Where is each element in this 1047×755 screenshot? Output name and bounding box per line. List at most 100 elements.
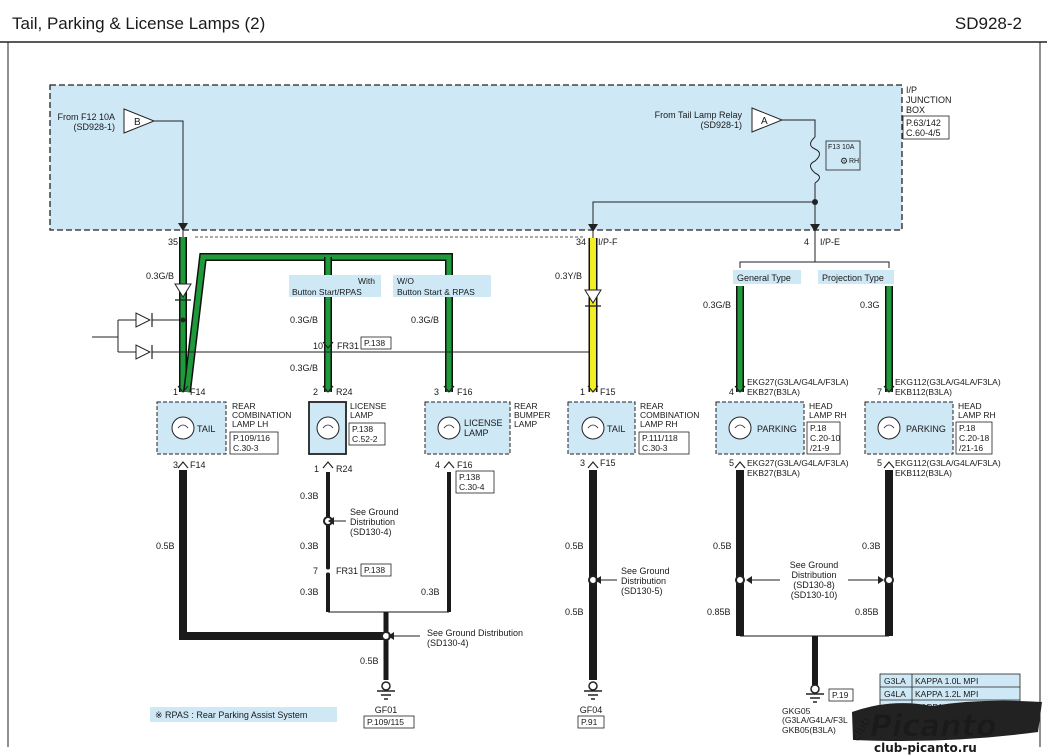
lamp-rh-name-1: REAR [640,401,664,411]
club-picanto-watermark: club Picanto club-picanto.ru [848,700,1042,755]
option-wo-2: Button Start & RPAS [397,287,475,297]
lamp-rh-name-2: COMBINATION [640,410,699,420]
ground-note-d-1: See Ground [790,560,839,570]
fr31-bot-label: FR31 [336,566,358,576]
green-wire-parking [736,286,893,392]
lh-pin-top: 1 [173,387,178,397]
bumper-text-1: LICENSE [464,418,503,428]
rh-pin-bot: 3 [580,458,585,468]
ekg27-bot-1: EKG27(G3LA/G4LA/F3LA) [747,458,849,468]
head-lh-text: PARKING [757,424,797,434]
bumper-text-2: LAMP [464,428,489,438]
lamp-lh-name-3: LAMP LH [232,419,268,429]
wire-gnd-lic-3: 0.3B [300,587,319,597]
head-rh-name-2: LAMP RH [958,410,996,420]
wire-gnd-head-rh-2: 0.85B [855,607,879,617]
pin-34-conn: I/P-F [598,237,618,247]
fr31-top-label: FR31 [337,341,359,351]
head-lh-ref-2: C.20-10 [810,433,841,443]
wire-gnd-lic-1: 0.3B [300,491,319,501]
wire-gnd-lh: 0.5B [156,541,175,551]
gf01-label: GF01 [375,705,398,715]
wire-parking-lh-label: 0.3G/B [703,300,731,310]
fuse-label: F13 10A [828,144,855,151]
wire-gnd-gf01: 0.5B [360,656,379,666]
source-b-letter: B [134,117,141,128]
lamp-lh-ref-1: P.109/116 [233,433,270,443]
source-b-wire [154,120,184,237]
engine-code-1: G4LA [884,689,906,699]
rh-pin-top: 1 [580,387,585,397]
wire-yellow-label: 0.3Y/B [555,271,582,281]
rh-conn-top: F15 [600,387,616,397]
gf04-ref: P.91 [581,717,598,727]
lh-pin-bot: 3 [173,460,178,470]
wire-gnd-head-rh-1: 0.3B [862,541,881,551]
source-a-triangle [751,107,784,133]
ekg112-top-2: EKB112(B3LA) [895,387,952,397]
page-code: SD928-2 [955,14,1022,33]
license-lamp [308,401,347,455]
watermark-brand: Picanto [870,709,997,744]
ground-note-a-3: (SD130-4) [350,527,392,537]
lamp-rh-text: TAIL [607,424,625,434]
wire-gnd-head-lh-2: 0.85B [707,607,731,617]
license-name-1: LICENSE [350,401,387,411]
gkg05-label-1: GKG05 [782,706,811,716]
ground-note-c-1: See Ground [621,566,670,576]
source-a-label-1: From Tail Lamp Relay [655,110,743,120]
engine-code-0: G3LA [884,676,906,686]
option-with-1: With [358,276,375,286]
rh-conn-bot: F15 [600,458,616,468]
rpas-note-box [150,707,337,722]
wire-bumper-label: 0.3G/B [411,315,439,325]
ground-gkg05 [806,684,824,703]
source-a-letter: A [761,116,768,127]
wire-parking-rh-label: 0.3G [860,300,880,310]
jbox-label-3: BOX [906,105,925,115]
wire-license-label-2: 0.3G/B [290,363,318,373]
wire-license-label: 0.3G/B [290,315,318,325]
bumper-ref-2: C.30-4 [459,482,485,492]
head-rh-ref-2: C.20-18 [959,433,990,443]
gkg05-label-2: (G3LA/G4LA/F3L [782,715,848,725]
license-pin-bot: 1 [314,464,319,474]
lh-conn-top: F14 [190,387,206,397]
wire-gnd-rh-1: 0.5B [565,541,584,551]
ekg27-bot-2: EKB27(B3LA) [747,468,800,478]
engine-desc-1: KAPPA 1.2L MPI [915,689,978,699]
junction-box [49,84,903,231]
ekg27-top-1: EKG27(G3LA/G4LA/F3LA) [747,377,849,387]
option-projection: Projection Type [822,273,884,283]
head-lamp-projection: PARKING [864,401,954,455]
pin-34: 34 [576,237,586,247]
head-rh-text: PARKING [906,424,946,434]
lamp-rh-ref-2: C.30-3 [642,443,668,453]
ground-note-a-2: Distribution [350,517,395,527]
ground-note-d-2: Distribution [791,570,836,580]
watermark-url: club-picanto.ru [874,741,977,755]
option-general: General Type [737,273,791,283]
svg-text:⚙: ⚙ [840,156,848,166]
fuse-symbol [810,136,820,184]
head-rh-pin-bot: 5 [877,458,882,468]
lamp-lh-ref-2: C.30-3 [233,443,259,453]
gf04-label: GF04 [580,705,603,715]
license-ref-2: C.52-2 [352,434,378,444]
option-wo-1: W/O [397,276,414,286]
wire-lh-label: 0.3G/B [146,271,174,281]
bumper-name-2: BUMPER [514,410,550,420]
wire-gnd-lic-2: 0.3B [300,541,319,551]
lh-conn-bot: F14 [190,460,206,470]
page-title: Tail, Parking & License Lamps (2) [12,14,265,33]
wire-gnd-bumper: 0.3B [421,587,440,597]
pin-35: 35 [168,237,178,247]
jbox-ref-2: C.60-4/5 [906,128,941,138]
source-a-label-2: (SD928-1) [700,120,742,130]
fr31-top-pin: 10 [313,341,323,351]
rear-bumper-lamp: LICENSE LAMP [424,401,511,455]
head-rh-pin-top: 7 [877,387,882,397]
license-conn-bot: R24 [336,464,353,474]
ekg112-top-1: EKG112(G3LA/G4LA/F3LA) [895,377,1001,387]
